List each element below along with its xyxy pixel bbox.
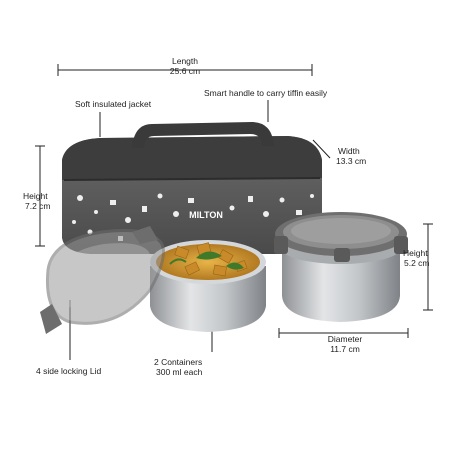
- jacket-label: Soft insulated jacket: [75, 99, 152, 109]
- diameter-value: 11.7 cm: [330, 344, 360, 354]
- width-dimension-line: [312, 139, 331, 159]
- width-label: Width: [338, 146, 360, 156]
- bag-height-value: 7.2 cm: [25, 201, 51, 211]
- handle-label: Smart handle to carry tiffin easily: [204, 88, 328, 98]
- containers-label-line2: 300 ml each: [156, 367, 203, 377]
- locking-lid: [40, 226, 165, 334]
- brand-logo: MILTON: [189, 210, 223, 220]
- width-value: 13.3 cm: [336, 156, 367, 166]
- container-height-label: Height: [403, 248, 428, 258]
- lid-label: 4 side locking Lid: [36, 366, 102, 376]
- bag-height-dimension-line: [35, 145, 45, 247]
- containers-label-line1: 2 Containers: [154, 357, 203, 367]
- diameter-dimension-line: [278, 328, 409, 338]
- container-height-dimension-line: [423, 223, 433, 311]
- diameter-label: Diameter: [327, 334, 363, 344]
- closed-container: [274, 212, 408, 322]
- container-height-value: 5.2 cm: [404, 258, 430, 268]
- length-dimension-line: [57, 64, 313, 76]
- length-value: 25.6 cm: [169, 66, 201, 76]
- lunch-bag: MILTON: [62, 122, 322, 254]
- open-container-with-food: [150, 240, 266, 332]
- bag-height-label: Height: [23, 191, 48, 201]
- length-label: Length: [172, 56, 198, 66]
